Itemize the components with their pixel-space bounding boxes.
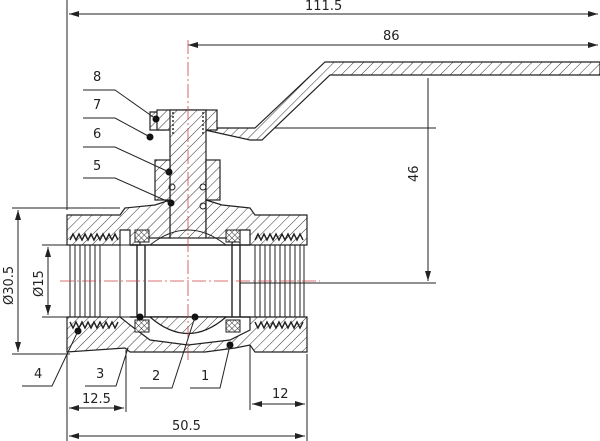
valve-body bbox=[66, 199, 308, 353]
dimension-label: 12.5 bbox=[82, 392, 111, 407]
part-label-1: 1 bbox=[201, 369, 209, 384]
dimension-label: 46 bbox=[407, 165, 422, 182]
part-label-7: 7 bbox=[93, 98, 101, 113]
part-label-4: 4 bbox=[34, 367, 42, 382]
part-label-5: 5 bbox=[93, 159, 101, 174]
part-callouts: 8 7 6 5 4 3 2 1 bbox=[22, 70, 231, 389]
part-label-3: 3 bbox=[96, 367, 104, 382]
dimension-label: Ø15 bbox=[32, 270, 47, 297]
dimension-overall-length: 111.5 bbox=[66, 0, 598, 210]
dimension-handle-length: 86 bbox=[188, 29, 598, 48]
part-label-2: 2 bbox=[152, 369, 160, 384]
dimension-label: 50.5 bbox=[172, 419, 201, 434]
dimension-label: 12 bbox=[272, 387, 289, 402]
dimension-label: Ø30.5 bbox=[2, 266, 17, 305]
dimension-label: 86 bbox=[383, 29, 400, 44]
part-label-6: 6 bbox=[93, 127, 101, 142]
dimension-label: 111.5 bbox=[305, 0, 342, 14]
dimension-outer-diameter: Ø30.5 bbox=[2, 207, 120, 355]
dimension-left-thread: 12.5 bbox=[66, 350, 127, 441]
dimension-handle-height: 46 bbox=[240, 78, 436, 284]
dimension-right-thread: 12 bbox=[249, 340, 308, 441]
part-label-8: 8 bbox=[93, 70, 101, 85]
dimension-body-length: 50.5 bbox=[69, 419, 305, 439]
